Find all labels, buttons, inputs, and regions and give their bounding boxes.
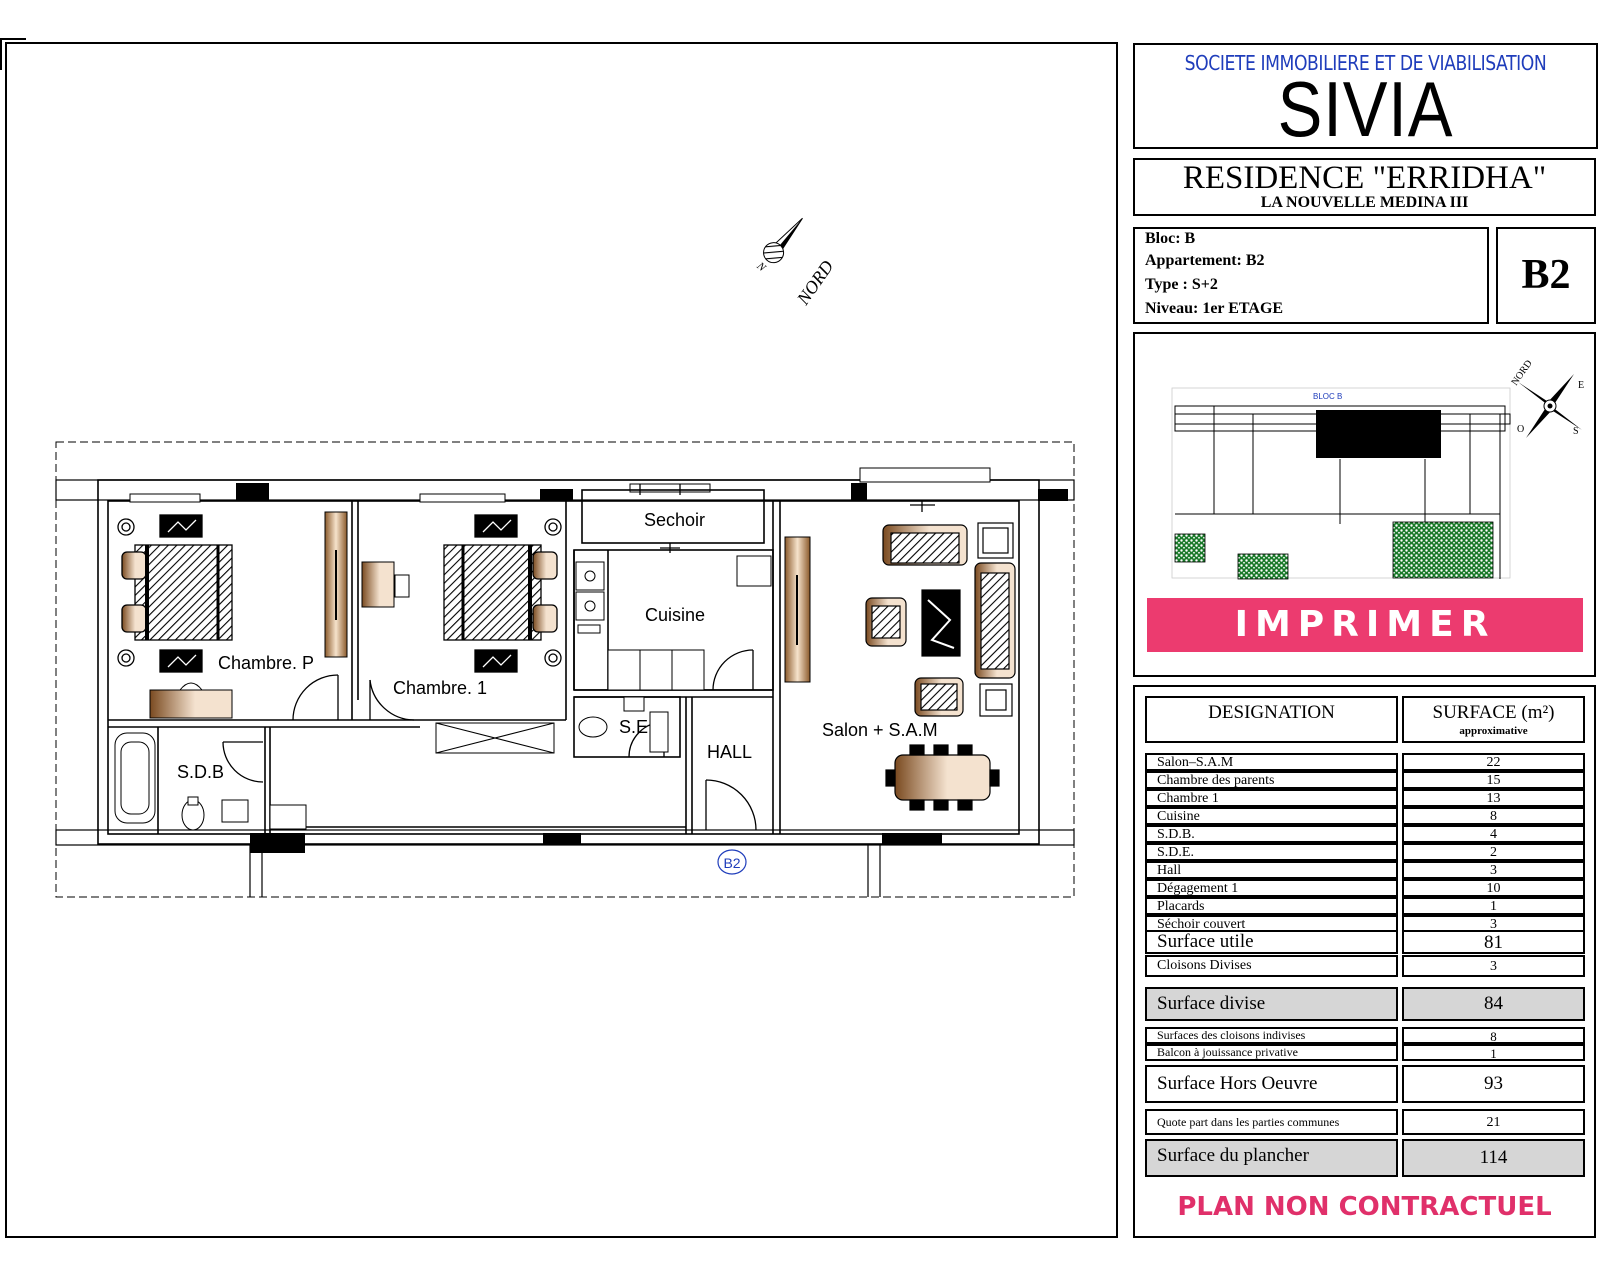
- surface-divise-label: Surface divise: [1145, 987, 1398, 1021]
- area-row-label: S.D.B.: [1145, 825, 1398, 843]
- surface-utile-value: 81: [1402, 930, 1585, 954]
- area-row-value: 8: [1402, 807, 1585, 825]
- plan-frame: [5, 42, 1118, 1238]
- surface-utile-label: Surface utile: [1145, 930, 1398, 954]
- room-label-cuisine: Cuisine: [645, 605, 705, 625]
- header-designation: DESIGNATION: [1145, 696, 1398, 743]
- residence-header: RESIDENCE "ERRIDHA" LA NOUVELLE MEDINA I…: [1133, 158, 1596, 216]
- svg-text:B2: B2: [723, 855, 740, 871]
- kitchen-fixtures: [575, 555, 772, 691]
- surface-divise-value: 84: [1402, 987, 1585, 1021]
- info-type: Type : S+2: [1145, 276, 1218, 293]
- plancher-label: Surface du plancher: [1145, 1139, 1398, 1177]
- se-fixtures: [578, 696, 669, 753]
- company-name: SIVIA: [1277, 65, 1454, 153]
- area-row-label: Chambre 1: [1145, 789, 1398, 807]
- area-row-value: 22: [1402, 753, 1585, 771]
- area-row-label: Cuisine: [1145, 807, 1398, 825]
- balcon-value: 1: [1402, 1044, 1585, 1061]
- cloisons-indivises-value: 8: [1402, 1027, 1585, 1044]
- balcon-label: Balcon à jouissance privative: [1145, 1044, 1398, 1061]
- room-label-chambre-1: Chambre. 1: [393, 678, 487, 698]
- compass-label-nord: NORD: [1509, 358, 1534, 388]
- svg-text:N: N: [754, 259, 769, 274]
- compass-label-o: O: [1517, 424, 1524, 435]
- area-row-label: Dégagement 1: [1145, 879, 1398, 897]
- quote-part-value: 21: [1402, 1109, 1585, 1135]
- site-bloc-label: BLOC B: [1313, 392, 1343, 401]
- situation-map: NORD E S O BLOC B IMPRIMER: [1133, 332, 1596, 677]
- print-button[interactable]: IMPRIMER: [1147, 598, 1583, 652]
- residence-name: RESIDENCE "ERRIDHA": [1182, 160, 1547, 196]
- company-subtitle: SOCIETE IMMOBILIERE ET DE VIABILISATION: [1184, 51, 1547, 75]
- room-label-hall: HALL: [707, 742, 752, 762]
- area-row-label: Salon–S.A.M: [1145, 753, 1398, 771]
- windows: [129, 467, 991, 503]
- room-label-sdb: S.D.B: [177, 762, 224, 782]
- areas-table: DESIGNATION SURFACE (m²) approximative S…: [1133, 685, 1596, 1238]
- company-header: SOCIETE IMMOBILIERE ET DE VIABILISATION …: [1133, 43, 1598, 153]
- room-label-se: S.E: [619, 717, 648, 737]
- compass-icon: [1518, 374, 1582, 438]
- disclaimer: PLAN NON CONTRACTUEL: [1177, 1192, 1552, 1222]
- columns: [236, 483, 1068, 853]
- area-row-value: 10: [1402, 879, 1585, 897]
- room-label-chambre-p: Chambre. P: [218, 653, 314, 673]
- cloisons-indivises-label: Surfaces des cloisons indivises: [1145, 1027, 1398, 1044]
- info-niveau: Niveau: 1er ETAGE: [1145, 300, 1284, 317]
- hors-oeuvre-label: Surface Hors Oeuvre: [1145, 1065, 1398, 1103]
- header-surface: SURFACE (m²) approximative: [1402, 696, 1585, 743]
- info-appartement: Appartement: B2: [1145, 252, 1265, 269]
- plancher-value: 114: [1402, 1139, 1585, 1177]
- apartment-info: Bloc: B Appartement: B2 Type : S+2 Nivea…: [1133, 227, 1489, 324]
- area-row-value: 2: [1402, 843, 1585, 861]
- site-plan: NORD E S O: [1171, 358, 1584, 580]
- unit-tag: B2: [717, 849, 747, 875]
- wardrobes: [324, 511, 811, 754]
- area-row-value: 13: [1402, 789, 1585, 807]
- north-arrow-icon: N: [754, 217, 803, 274]
- salon-furniture: [865, 522, 1016, 811]
- cloisons-divises-value: 3: [1402, 955, 1585, 977]
- quote-part-label: Quote part dans les parties communes: [1145, 1109, 1398, 1135]
- area-row-value: 4: [1402, 825, 1585, 843]
- compass-label-e: E: [1578, 380, 1584, 391]
- doors: [222, 484, 935, 831]
- area-row-value: 3: [1402, 861, 1585, 879]
- compass-label-s: S: [1573, 426, 1579, 437]
- sdb-fixtures: [114, 732, 307, 831]
- info-bloc: Bloc: B: [1145, 230, 1196, 247]
- frame-corner-mark: [0, 38, 26, 70]
- area-row-label: Hall: [1145, 861, 1398, 879]
- balcony-outline: [55, 441, 1075, 898]
- room-label-salon: Salon + S.A.M: [822, 720, 938, 740]
- residence-city: LA NOUVELLE MEDINA III: [1260, 194, 1469, 211]
- interior-walls: [108, 489, 781, 834]
- area-row-label: Séchoir couvert: [1145, 915, 1398, 933]
- apartment-code: B2: [1496, 227, 1596, 324]
- bed-chambre-p: [117, 514, 233, 673]
- desks: [149, 561, 410, 719]
- north-label: NORD: [792, 257, 837, 309]
- area-row-label: Chambre des parents: [1145, 771, 1398, 789]
- area-row-value: 15: [1402, 771, 1585, 789]
- cloisons-divises-label: Cloisons Divises: [1145, 955, 1398, 977]
- bed-chambre-1: [443, 514, 562, 673]
- area-row-label: Placards: [1145, 897, 1398, 915]
- area-row-label: S.D.E.: [1145, 843, 1398, 861]
- area-row-value: 1: [1402, 897, 1585, 915]
- room-label-sechoir: Sechoir: [644, 510, 705, 530]
- floor-plan: Chambre. P Chambre. 1 Sechoir Cuisine S.…: [55, 217, 1075, 898]
- hors-oeuvre-value: 93: [1402, 1065, 1585, 1103]
